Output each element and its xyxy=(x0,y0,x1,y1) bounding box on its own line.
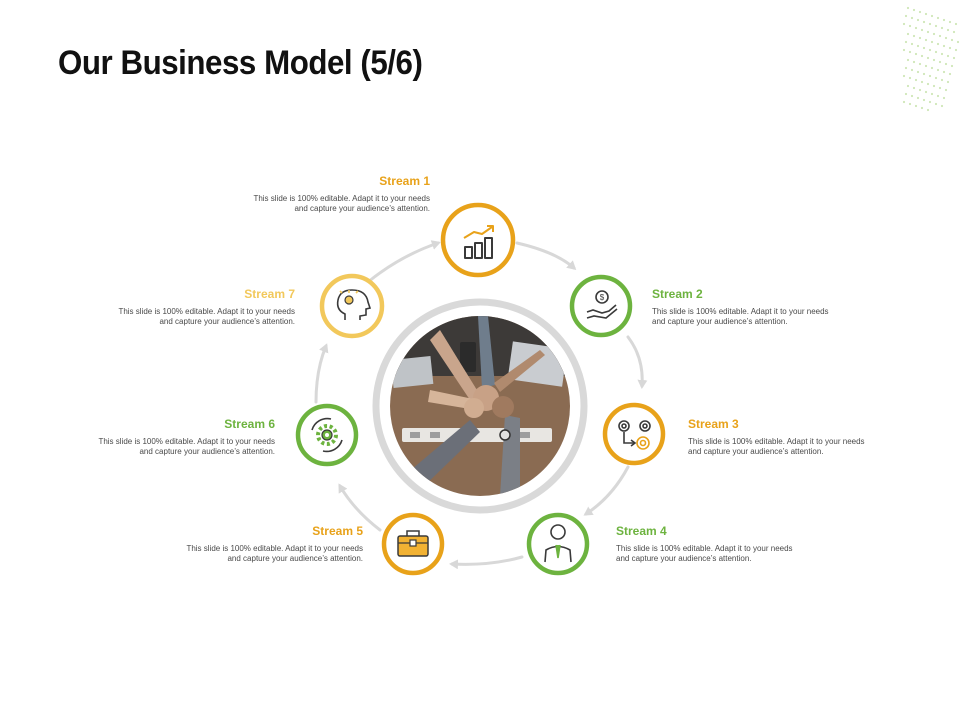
stream-1-description: This slide is 100% editable. Adapt it to… xyxy=(253,194,430,213)
stream-6-description: This slide is 100% editable. Adapt it to… xyxy=(98,437,275,456)
stream-4-description: This slide is 100% editable. Adapt it to… xyxy=(616,544,793,563)
stream-4-label: Stream 4 xyxy=(616,524,667,538)
arrow-6-to-7 xyxy=(314,343,329,404)
head-lightbulb-icon xyxy=(336,289,372,320)
stream-1-label: Stream 1 xyxy=(379,174,430,188)
decorative-dot-pattern xyxy=(902,6,960,112)
stream-5-node xyxy=(381,512,445,576)
briefcase-icon xyxy=(397,530,429,557)
arrow-3-to-4 xyxy=(583,465,630,516)
stream-2-text: Stream 2 This slide is 100% editable. Ad… xyxy=(652,287,932,327)
arrow-4-to-5 xyxy=(449,555,524,570)
stream-6-label: Stream 6 xyxy=(224,417,275,431)
arrow-1-to-2 xyxy=(515,241,577,270)
businessman-icon xyxy=(544,524,572,563)
stream-3-description: This slide is 100% editable. Adapt it to… xyxy=(688,437,865,456)
page-title: Our Business Model (5/6) xyxy=(58,44,423,82)
stream-6-text: Stream 6 This slide is 100% editable. Ad… xyxy=(0,417,275,457)
stream-3-text: Stream 3 This slide is 100% editable. Ad… xyxy=(688,417,960,457)
arrow-2-to-3 xyxy=(626,335,648,389)
stream-1-text: Stream 1 This slide is 100% editable. Ad… xyxy=(150,174,430,214)
stream-7-node xyxy=(319,273,385,339)
hand-dollar-coin-icon: $ xyxy=(586,290,618,319)
stream-7-description: This slide is 100% editable. Adapt it to… xyxy=(118,307,295,326)
gear-cycle-icon xyxy=(311,417,343,453)
stream-5-description: This slide is 100% editable. Adapt it to… xyxy=(186,544,363,563)
stream-3-label: Stream 3 xyxy=(688,417,739,431)
stream-4-node xyxy=(526,512,590,576)
bar-chart-growth-icon xyxy=(463,225,494,259)
arrow-5-to-6 xyxy=(338,483,382,532)
stream-5-label: Stream 5 xyxy=(312,524,363,538)
stream-7-label: Stream 7 xyxy=(244,287,295,301)
cycle-arrows xyxy=(314,240,648,570)
stream-2-node: $ xyxy=(569,274,633,338)
stream-2-label: Stream 2 xyxy=(652,287,703,301)
stream-4-text: Stream 4 This slide is 100% editable. Ad… xyxy=(616,524,896,564)
stream-5-text: Stream 5 This slide is 100% editable. Ad… xyxy=(83,524,363,564)
stream-7-text: Stream 7 This slide is 100% editable. Ad… xyxy=(15,287,295,327)
stream-2-description: This slide is 100% editable. Adapt it to… xyxy=(652,307,829,326)
stream-6-node xyxy=(295,403,359,467)
arrow-7-to-1 xyxy=(366,240,441,284)
svg-text:$: $ xyxy=(600,293,605,302)
stream-1-node xyxy=(440,202,516,278)
center-photo xyxy=(372,298,588,514)
gears-process-icon xyxy=(618,420,651,450)
stream-3-node xyxy=(602,402,666,466)
